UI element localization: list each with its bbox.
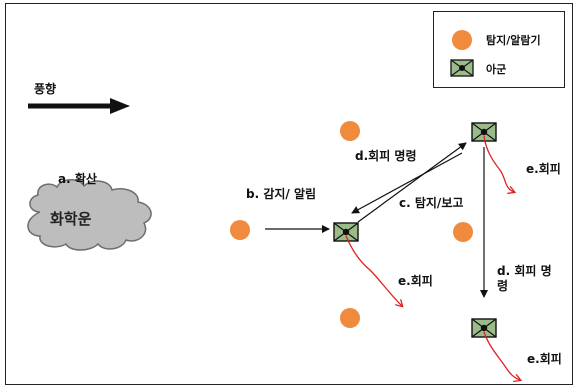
evade-arrow-2 xyxy=(345,235,402,306)
evade-arrow-1 xyxy=(483,135,514,192)
legend: 탐지/알람기 아군 xyxy=(433,11,565,88)
detector-icon xyxy=(453,222,473,242)
legend-icons xyxy=(450,30,474,77)
step-e2-label: e.회피 xyxy=(398,274,433,288)
wind-arrow xyxy=(28,98,130,114)
detector-icon xyxy=(340,308,360,328)
step-a-label: a. 확산 xyxy=(58,172,97,186)
step-d2-label-line2: 령 xyxy=(497,279,509,293)
chemical-cloud xyxy=(27,179,152,251)
step-e3-label: e.회피 xyxy=(527,352,562,366)
step-d2-label-line1: d. 회피 명 xyxy=(497,264,552,278)
step-d1-label: d.회피 명령 xyxy=(355,149,417,163)
detect-report-arrow xyxy=(357,142,467,223)
friendly-unit-icon xyxy=(471,318,497,338)
legend-friendly-label: 아군 xyxy=(486,63,507,76)
wind-label: 풍향 xyxy=(34,82,57,96)
detector-icon xyxy=(340,121,360,141)
evade-command-arrow xyxy=(351,152,463,214)
evade-arrow-3 xyxy=(483,331,520,380)
legend-friendly-icon xyxy=(450,59,474,77)
step-e1-label: e.회피 xyxy=(526,162,561,176)
cloud-label: 화학운 xyxy=(50,210,92,228)
legend-detector-label: 탐지/알람기 xyxy=(486,34,541,47)
legend-detector-icon xyxy=(452,30,472,50)
detector-icon xyxy=(230,220,250,240)
step-b-label: b. 감지/ 알림 xyxy=(246,187,317,201)
step-c-label: c. 탐지/보고 xyxy=(399,196,464,210)
friendly-unit-icon xyxy=(333,222,359,242)
